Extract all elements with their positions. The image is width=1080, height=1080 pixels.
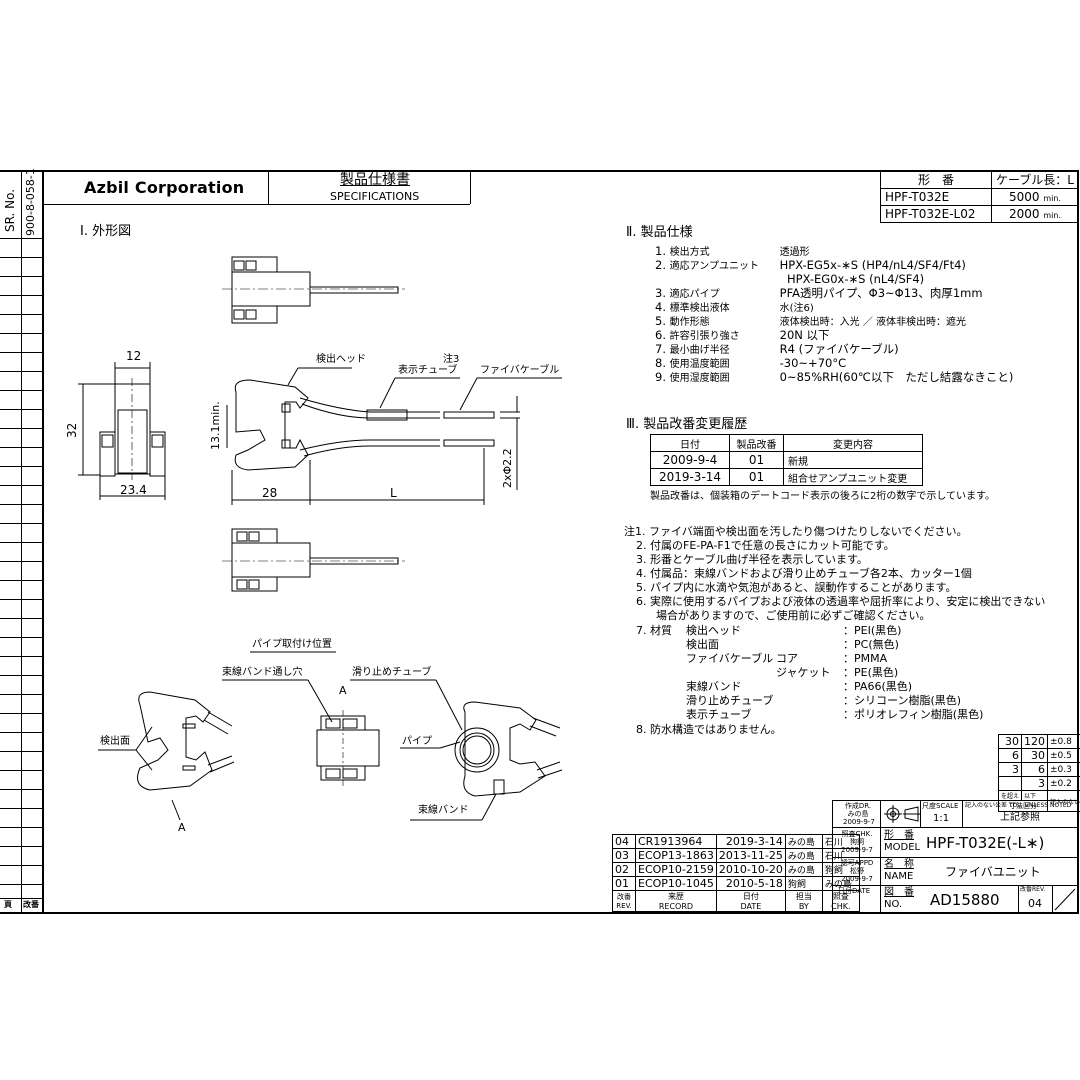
dim-head-length: 28 bbox=[262, 486, 278, 500]
tol-label: 記入のない公差 TOL. UNLESS NOTED bbox=[965, 802, 1072, 809]
callout-cable: ファイバケーブル bbox=[480, 365, 560, 376]
date-label: 日付DATE bbox=[838, 887, 871, 895]
callout-tube: 表示チューブ bbox=[398, 365, 458, 376]
callout-head: 検出ヘッド bbox=[316, 354, 366, 365]
blank-slash bbox=[1054, 888, 1076, 911]
section1-title: Ⅰ. 外形図 bbox=[80, 224, 132, 239]
side-strip: SR. No. 900-8-058-1 頁 改番 bbox=[0, 168, 44, 914]
length-header: ケーブル長：L bbox=[991, 170, 1079, 189]
dim-height: 32 bbox=[65, 422, 79, 438]
section3-footnote: 製品改番は、個装箱のデートコード表示の後ろに2桁の数字で示しています。 bbox=[650, 491, 996, 502]
spec-item: HPX-EG0x-∗S (nL4/SF4) bbox=[787, 272, 925, 286]
model-table: 形 番 ケーブル長：L HPF-T032E 5000 min. HPF-T032… bbox=[879, 170, 1079, 223]
change-history-table: 日付 製品改番 変更内容 2009-9-4 01 新規 2019-3-14 01… bbox=[650, 434, 923, 486]
header-line bbox=[44, 204, 470, 205]
spec-item: 8. 使用温度範囲-30~+70°C bbox=[655, 356, 847, 370]
unit: min. bbox=[1043, 211, 1062, 220]
mount-arrow-a: A bbox=[178, 821, 186, 834]
company-name: Azbil Corporation bbox=[84, 178, 245, 197]
scale-label: 尺度SCALE bbox=[922, 802, 959, 810]
rev-value: 04 bbox=[1028, 897, 1042, 910]
name-value: ファイバユニット bbox=[945, 865, 1041, 879]
dim-width-top: 12 bbox=[126, 349, 142, 363]
drawing-number: AD15880 bbox=[930, 891, 1000, 909]
length-cell: 5000 bbox=[1009, 190, 1040, 204]
side-footer-rev: 改番 bbox=[23, 900, 39, 909]
mount-title: パイプ取付け位置 bbox=[252, 639, 332, 650]
mount-stopper: 滑り止めチューブ bbox=[352, 667, 432, 678]
scale-value: 1:1 bbox=[933, 813, 950, 824]
model-value: HPF-T032E(-L∗) bbox=[926, 834, 1045, 852]
table-row: 2019-3-14 01 組合せアンプユニット変更 bbox=[650, 468, 923, 486]
length-cell: 2000 bbox=[1009, 207, 1040, 221]
unit: min. bbox=[1043, 194, 1062, 203]
mount-view-a: A bbox=[339, 684, 347, 697]
callout-note3: 注3 bbox=[443, 354, 460, 365]
spec-item: 5. 動作形態液体検出時：入光 ／ 液体非検出時：遮光 bbox=[655, 314, 966, 328]
projection-symbol-icon bbox=[884, 805, 920, 823]
dim-width-bottom: 23.4 bbox=[120, 483, 147, 497]
mount-pipe: パイプ bbox=[402, 736, 432, 747]
spec-item: 1. 検出方式透過形 bbox=[655, 244, 810, 258]
spec-item: 4. 標準検出液体水(注6) bbox=[655, 300, 814, 314]
section2-title: Ⅱ. 製品仕様 bbox=[626, 225, 693, 240]
model-cell: HPF-T032E bbox=[879, 188, 993, 206]
dim-cable-dia: 2xΦ2.2 bbox=[501, 448, 514, 488]
drawing-frame bbox=[0, 170, 1079, 914]
doc-type-en: SPECIFICATIONS bbox=[330, 190, 420, 203]
table-row: 2009-9-4 01 新規 bbox=[650, 451, 923, 469]
dim-gap: 13.1min. bbox=[209, 401, 222, 450]
tol-value: 上記参照 bbox=[1000, 812, 1040, 823]
mount-band-hole: 束線バンド通し穴 bbox=[222, 667, 303, 678]
section3-title: Ⅲ. 製品改番変更履歴 bbox=[626, 417, 748, 432]
side-footer-page: 頁 bbox=[4, 900, 12, 909]
model-cell: HPF-T032E-L02 bbox=[879, 205, 993, 223]
mount-detect-face: 検出面 bbox=[100, 736, 130, 747]
dim-cable-length: L bbox=[390, 486, 397, 500]
doc-type-jp: 製品仕様書 bbox=[340, 172, 410, 188]
mount-band: 束線バンド bbox=[418, 805, 469, 816]
rev-label: 改番REV. bbox=[1020, 886, 1046, 893]
